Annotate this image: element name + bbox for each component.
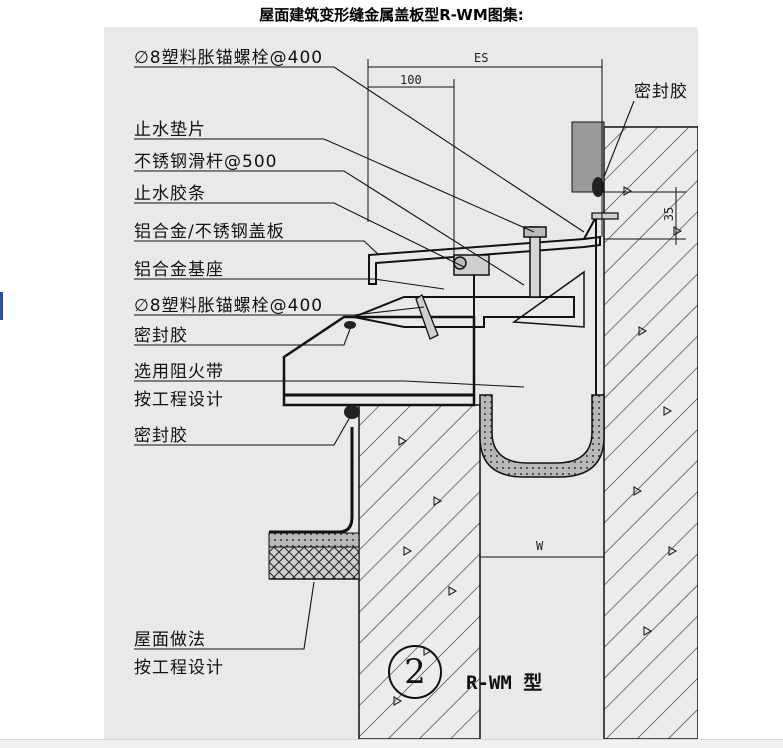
dim-100: 100 <box>400 73 422 87</box>
leader-water-gasket <box>134 138 535 233</box>
roof-insulation-layer <box>268 546 360 580</box>
label-roof-method: 屋面做法 <box>134 630 206 650</box>
cover-bolt-head <box>523 226 547 238</box>
anchor-bolt-right <box>591 212 619 220</box>
leader-fire-band <box>134 380 525 388</box>
leader-cover-plate <box>134 240 380 256</box>
detail-type-label: R-WM 型 <box>466 672 543 694</box>
label-sealant-mid: 密封胶 <box>134 326 188 346</box>
sealant-blob-top <box>592 177 604 197</box>
anchor-bolt-left <box>415 294 439 340</box>
leader-water-strip <box>134 202 465 268</box>
aggregate-mark <box>633 486 643 496</box>
label-water-gasket: 止水垫片 <box>134 120 206 140</box>
leader-aluminum-base <box>134 278 445 290</box>
right-wedge <box>511 270 585 328</box>
aggregate-mark <box>638 326 648 336</box>
dim-w: W <box>536 539 544 553</box>
label-sealant-low: 密封胶 <box>134 426 188 446</box>
leader-sealant-mid <box>134 328 351 346</box>
aggregate-mark <box>663 406 673 416</box>
section-drawing <box>134 59 698 739</box>
drawing-sheet: ∅8塑料胀锚螺栓@400 止水垫片 不锈钢滑杆@500 止水胶条 铝合金/不锈钢… <box>104 27 698 739</box>
leader-sealant-low <box>134 416 351 446</box>
dim-es: ES <box>474 51 489 65</box>
label-fire-band: 选用阻火带 <box>134 362 224 382</box>
label-fire-band-note: 按工程设计 <box>134 390 224 410</box>
label-anchor-bolt-top: ∅8塑料胀锚螺栓@400 <box>134 48 324 68</box>
left-edge-rule <box>0 292 3 320</box>
aggregate-mark <box>393 696 403 706</box>
roof-membrane-upturn <box>269 427 354 534</box>
aggregate-mark <box>448 586 458 596</box>
leader-roof-method <box>134 581 315 650</box>
roof-screed-layer <box>268 532 360 548</box>
label-stainless-slide-rod: 不锈钢滑杆@500 <box>134 152 278 172</box>
aggregate-mark <box>433 496 443 506</box>
aggregate-mark <box>643 626 653 636</box>
leader-anchor-mid <box>134 306 425 316</box>
page-title: 屋面建筑变形缝金属盖板型R-WM图集: <box>259 6 524 24</box>
aggregate-mark <box>403 546 413 556</box>
leader-slide-rod <box>134 170 525 286</box>
aggregate-mark <box>623 186 633 196</box>
label-sealant-right: 密封胶 <box>634 82 688 102</box>
aggregate-mark <box>673 226 683 236</box>
footer-strip <box>0 739 783 748</box>
label-aluminum-base: 铝合金基座 <box>134 260 224 280</box>
right-cover-flange <box>583 216 597 395</box>
aggregate-mark <box>668 546 678 556</box>
right-concrete-wall <box>603 126 698 739</box>
sealant-blob-left <box>344 321 356 329</box>
aluminum-base-plate <box>350 296 575 328</box>
sealant-blob-low <box>344 405 360 419</box>
aggregate-mark <box>398 436 408 446</box>
label-roof-method-note: 按工程设计 <box>134 658 224 678</box>
dim-35: 35 <box>662 206 677 222</box>
label-anchor-bolt-mid: ∅8塑料胀锚螺栓@400 <box>134 296 324 316</box>
cover-plate-main <box>368 235 601 285</box>
label-water-strip: 止水胶条 <box>134 184 206 204</box>
cover-hood <box>282 315 476 407</box>
detail-number-badge: 2 <box>388 645 442 699</box>
label-cover-plate: 铝合金/不锈钢盖板 <box>134 222 285 242</box>
leader-sealant-right <box>603 100 635 178</box>
fire-band-u <box>479 394 605 478</box>
